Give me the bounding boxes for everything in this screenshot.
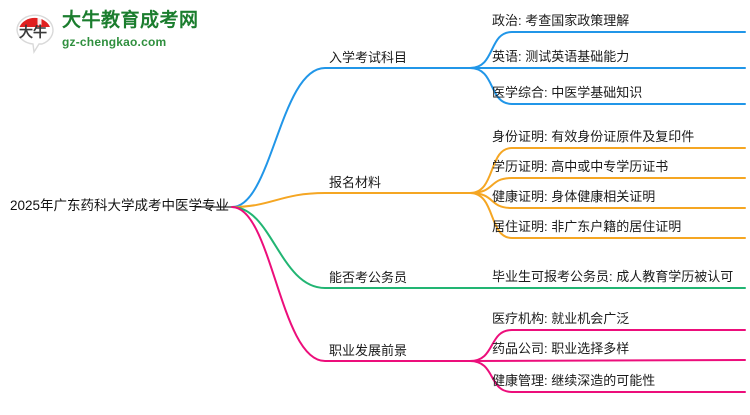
mindmap-leaf-label[interactable]: 医学综合: 中医学基础知识 [492, 85, 643, 100]
mindmap-branch-label[interactable]: 能否考公务员 [329, 270, 408, 285]
site-logo: 大牛 大牛教育成考网 gz-chengkao.com [12, 8, 198, 60]
mindmap-leaf-label[interactable]: 居住证明: 非广东户籍的居住证明 [492, 219, 682, 234]
mindmap-leaf-label[interactable]: 医疗机构: 就业机会广泛 [492, 311, 630, 326]
mindmap-leaf-label[interactable]: 学历证明: 高中或中专学历证书 [492, 159, 669, 174]
mindmap-root-label[interactable]: 2025年广东药科大学成考中医学专业 [10, 198, 230, 213]
mindmap-leaf-label[interactable]: 毕业生可报考公务员: 成人教育学历被认可 [492, 269, 734, 284]
mindmap-branch-label[interactable]: 职业发展前景 [329, 343, 408, 358]
mindmap-leaf-label[interactable]: 英语: 测试英语基础能力 [492, 49, 630, 64]
mindmap-leaf-label[interactable]: 药品公司: 职业选择多样 [492, 341, 630, 356]
logo-text-group: 大牛教育成考网 gz-chengkao.com [62, 10, 199, 50]
logo-title: 大牛教育成考网 [62, 10, 199, 31]
daniu-logo-icon: 大牛 [16, 14, 54, 55]
mindmap-branch-label[interactable]: 入学考试科目 [329, 50, 408, 65]
mindmap-leaf-label[interactable]: 健康管理: 继续深造的可能性 [492, 373, 656, 388]
mindmap-leaf-label[interactable]: 政治: 考查国家政策理解 [492, 13, 630, 28]
mindmap-branch-label[interactable]: 报名材料 [329, 175, 382, 190]
logo-domain: gz-chengkao.com [62, 35, 167, 49]
mindmap-leaf-label[interactable]: 健康证明: 身体健康相关证明 [492, 189, 656, 204]
logo-mark-text: 大牛 [19, 24, 47, 41]
mindmap-leaf-label[interactable]: 身份证明: 有效身份证原件及复印件 [492, 129, 695, 144]
